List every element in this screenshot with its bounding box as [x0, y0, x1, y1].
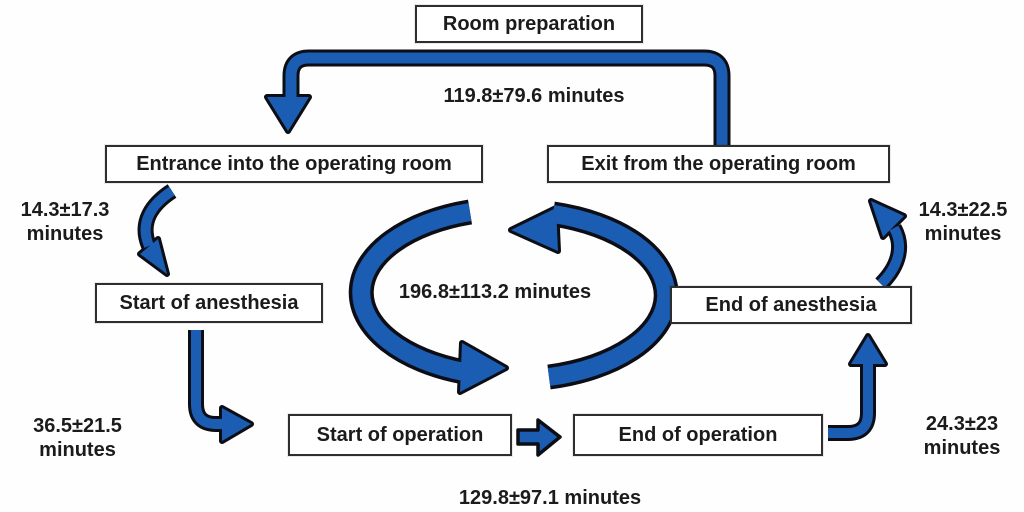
node-exit-operating-room: Exit from the operating room: [547, 145, 890, 183]
node-start-anesthesia: Start of anesthesia: [95, 283, 323, 323]
node-end-anesthesia: End of anesthesia: [670, 286, 912, 324]
duration-value: 14.3±17.3: [20, 199, 110, 221]
node-start-operation: Start of operation: [288, 414, 512, 456]
duration-value: 24.3±23: [925, 413, 999, 435]
arrow-end-anesthesia-to-exit: [868, 198, 908, 290]
duration-anesthesia-end-to-exit: 14.3±22.5 minutes: [902, 198, 1024, 246]
node-end-operation: End of operation: [573, 414, 823, 456]
arrow-start-anesthesia-to-start-operation: [188, 330, 254, 444]
duration-operation-to-anesthesia-end: 24.3±23 minutes: [900, 412, 1024, 460]
node-entrance-operating-room: Entrance into the operating room: [105, 145, 483, 183]
arrow-end-operation-to-end-anesthesia: [828, 333, 888, 441]
cycle-arc-left: [348, 199, 509, 395]
duration-room-turnover: 119.8±79.6 minutes: [443, 85, 625, 107]
arrow-entrance-to-start-anesthesia: [137, 184, 177, 277]
duration-value: 14.3±22.5: [918, 199, 1008, 221]
duration-anesthesia-cycle: 196.8±113.2 minutes: [398, 281, 592, 303]
duration-unit: minutes: [39, 439, 116, 461]
duration-operation-total: 129.8±97.1 minutes: [458, 487, 642, 509]
duration-entrance-to-anesthesia: 14.3±17.3 minutes: [0, 198, 130, 246]
arrow-exit-to-entrance: [264, 49, 731, 146]
duration-anesthesia-to-operation: 36.5±21.5 minutes: [10, 414, 145, 462]
duration-unit: minutes: [924, 223, 1002, 245]
duration-unit: minutes: [26, 223, 104, 245]
cycle-arc-right: [508, 201, 679, 390]
node-room-preparation: Room preparation: [415, 5, 643, 43]
duration-value: 36.5±21.5: [33, 415, 122, 437]
duration-unit: minutes: [923, 437, 1001, 459]
arrow-start-operation-to-end-operation: [516, 418, 562, 457]
